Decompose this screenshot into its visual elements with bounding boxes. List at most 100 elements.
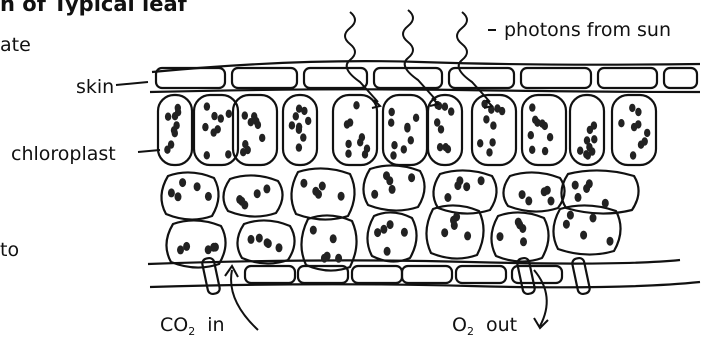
chloroplast-dot xyxy=(404,124,410,132)
chloroplast-dot xyxy=(245,146,251,154)
spongy-cell xyxy=(223,175,282,216)
spongy-cell xyxy=(301,215,356,270)
chloroplast-dot xyxy=(380,225,387,234)
chloroplast-dot xyxy=(301,107,307,115)
chloroplast-dot xyxy=(544,186,551,195)
chloroplast-dot xyxy=(497,232,504,241)
chloroplast-dot xyxy=(586,179,593,188)
chloroplast-dot xyxy=(254,189,261,198)
chloroplast-dot xyxy=(644,129,650,137)
chloroplast-dot xyxy=(567,211,574,220)
upper-skin-bottom-line xyxy=(150,89,700,92)
chloroplast-dot xyxy=(408,173,415,182)
chloroplast-dot xyxy=(478,176,485,185)
o2-formula: O xyxy=(452,314,467,336)
chloroplast-dot xyxy=(542,147,548,155)
chloroplast-dot xyxy=(542,122,548,130)
photons-label: photons from sun xyxy=(504,21,671,40)
chloroplast-dot xyxy=(618,119,624,127)
palisade-cell xyxy=(233,95,277,165)
cell-layer xyxy=(148,61,700,295)
chloroplast-dot xyxy=(477,139,483,147)
chloroplast-dot xyxy=(442,103,448,111)
chloroplast-dot xyxy=(194,182,201,191)
chloroplast-dot xyxy=(408,136,414,144)
chloroplast-dot xyxy=(345,140,351,148)
chloroplast-dot xyxy=(211,128,217,136)
chloroplast-dot xyxy=(529,146,535,154)
spongy-cell xyxy=(503,172,564,211)
chloroplast-dot xyxy=(242,111,248,119)
chloroplast-dot xyxy=(241,201,248,210)
chloroplast-dot xyxy=(293,112,299,120)
skin-cell xyxy=(304,68,367,88)
cut-text-lower: to xyxy=(0,241,19,260)
chloroplast-dot xyxy=(204,151,210,159)
chloroplast-dot xyxy=(528,131,534,139)
chloroplast-dot xyxy=(454,181,461,190)
chloroplast-dot xyxy=(305,117,311,125)
chloroplast-dot xyxy=(631,123,637,131)
chloroplast-dot xyxy=(364,145,370,153)
chloroplast-dot xyxy=(642,137,648,145)
chloroplast-dot xyxy=(401,145,407,153)
chloroplast-dot xyxy=(168,188,175,197)
chloroplast-dot xyxy=(205,245,212,254)
chloroplast-dot xyxy=(391,141,397,149)
chloroplast-dot xyxy=(345,150,351,158)
lower-skin-cell xyxy=(298,266,348,283)
o2-direction: out xyxy=(486,314,517,336)
chloroplast-label: chloroplast xyxy=(11,145,116,164)
chloroplast-dot xyxy=(464,231,471,240)
chloroplast-dot xyxy=(371,190,378,199)
chloroplast-dot xyxy=(300,179,307,188)
chloroplast-dot xyxy=(168,140,174,148)
chloroplast-dot xyxy=(204,102,210,110)
chloroplast-dot xyxy=(519,190,526,199)
co2-in-label: CO2 in xyxy=(160,316,225,337)
chloroplast-dot xyxy=(575,193,582,202)
chloroplast-dot xyxy=(175,108,181,116)
chloroplast-dot xyxy=(344,120,350,128)
chloroplast-dot xyxy=(547,133,553,141)
o2-out-arrow xyxy=(534,270,547,326)
chloroplast-dot xyxy=(338,192,345,201)
chloroplast-dot xyxy=(563,220,570,229)
chloroplast-dot xyxy=(251,112,257,120)
lower-skin-cell xyxy=(456,266,506,283)
chloroplast-dot xyxy=(586,143,592,151)
skin-cell xyxy=(232,68,297,88)
chloroplast-dot xyxy=(602,199,609,208)
lower-skin-cell xyxy=(402,266,452,283)
chloroplast-dot xyxy=(296,123,302,131)
chloroplast-dot xyxy=(389,108,395,116)
chloroplast-dot xyxy=(590,214,597,223)
chloroplast-dot xyxy=(520,237,527,246)
co2-subscript: 2 xyxy=(188,325,195,338)
chloroplast-dot xyxy=(635,108,641,116)
chloroplast-dot xyxy=(374,228,381,237)
chloroplast-dot xyxy=(390,151,396,159)
cut-text-upper: ate xyxy=(0,36,31,55)
chloroplast-dot xyxy=(413,114,419,122)
chloroplast-dot xyxy=(296,143,302,151)
skin-cell xyxy=(664,68,697,88)
chloroplast-dot xyxy=(276,243,283,252)
chloroplast-dot xyxy=(607,237,614,246)
chloroplast-dot xyxy=(225,150,231,158)
chloroplast-dot xyxy=(205,192,212,201)
chloroplast-dot xyxy=(494,104,500,112)
chloroplast-dot xyxy=(463,182,470,191)
chloroplast-dot xyxy=(315,190,322,199)
chloroplast-dot xyxy=(629,104,635,112)
skin-cell xyxy=(598,68,657,88)
chloroplast-dot xyxy=(300,133,306,141)
chloroplast-dot xyxy=(490,121,496,129)
skin-cell xyxy=(521,68,591,88)
chloroplast-dot xyxy=(572,181,579,190)
lower-skin-cell xyxy=(352,266,402,283)
chloroplast-dot xyxy=(451,221,458,230)
chloroplast-dot xyxy=(591,135,597,143)
palisade-cell xyxy=(472,95,516,165)
chloroplast-dot xyxy=(183,242,190,251)
